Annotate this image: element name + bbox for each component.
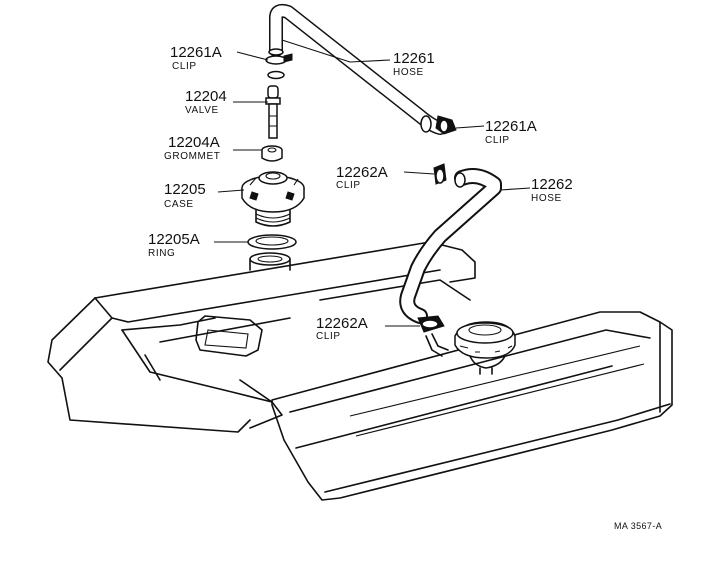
part-number: 12261A (170, 44, 222, 61)
part-name: CLIP (336, 180, 361, 191)
ring (247, 234, 297, 250)
part-name: CLIP (485, 135, 510, 146)
callout-clip-low: 12262A CLIP (316, 315, 368, 342)
clip-top (265, 53, 293, 80)
part-name: CLIP (316, 331, 341, 342)
callout-clip-mid: 12262A CLIP (336, 164, 388, 191)
clip-mid (433, 163, 447, 185)
oil-filler-cap (454, 321, 516, 375)
part-name: GROMMET (164, 151, 220, 162)
part-name: RING (148, 248, 175, 259)
pcv-case (241, 171, 305, 227)
callout-clip-right: 12261A CLIP (485, 118, 537, 146)
part-number: 12262 (531, 176, 573, 193)
part-name: CLIP (172, 61, 197, 72)
callout-hose-right: 12262 HOSE (531, 176, 573, 204)
leader-lines (214, 39, 531, 327)
reference-code: MA 3567-A (614, 521, 662, 531)
part-number: 12204 (185, 88, 227, 105)
callout-valve: 12204 VALVE (185, 88, 227, 116)
part-number: 12261A (485, 118, 537, 135)
clip-low (417, 315, 449, 357)
part-name: VALVE (185, 105, 219, 116)
part-name: HOSE (393, 67, 424, 78)
pcv-valve (265, 85, 281, 139)
part-number: 12261 (393, 50, 435, 67)
callout-hose-top: 12261 HOSE (393, 50, 435, 78)
callout-clip-top: 12261A CLIP (170, 44, 222, 72)
case-receiver (249, 252, 291, 271)
grommet (261, 145, 283, 162)
part-number: 12262A (336, 164, 388, 181)
part-number: 12262A (316, 315, 368, 332)
part-number: 12205A (148, 231, 200, 248)
engine-block (47, 241, 476, 433)
hose-upper (268, 3, 447, 135)
valve-cover (239, 311, 673, 501)
part-name: CASE (164, 199, 194, 210)
callout-ring: 12205A RING (148, 231, 200, 259)
callout-grommet: 12204A GROMMET (164, 134, 220, 162)
part-name: HOSE (531, 193, 562, 204)
callout-case: 12205 CASE (164, 181, 206, 210)
clip-right (420, 115, 457, 135)
part-number: 12205 (164, 181, 206, 198)
hose-lower (399, 168, 502, 324)
part-number: 12204A (168, 134, 220, 151)
